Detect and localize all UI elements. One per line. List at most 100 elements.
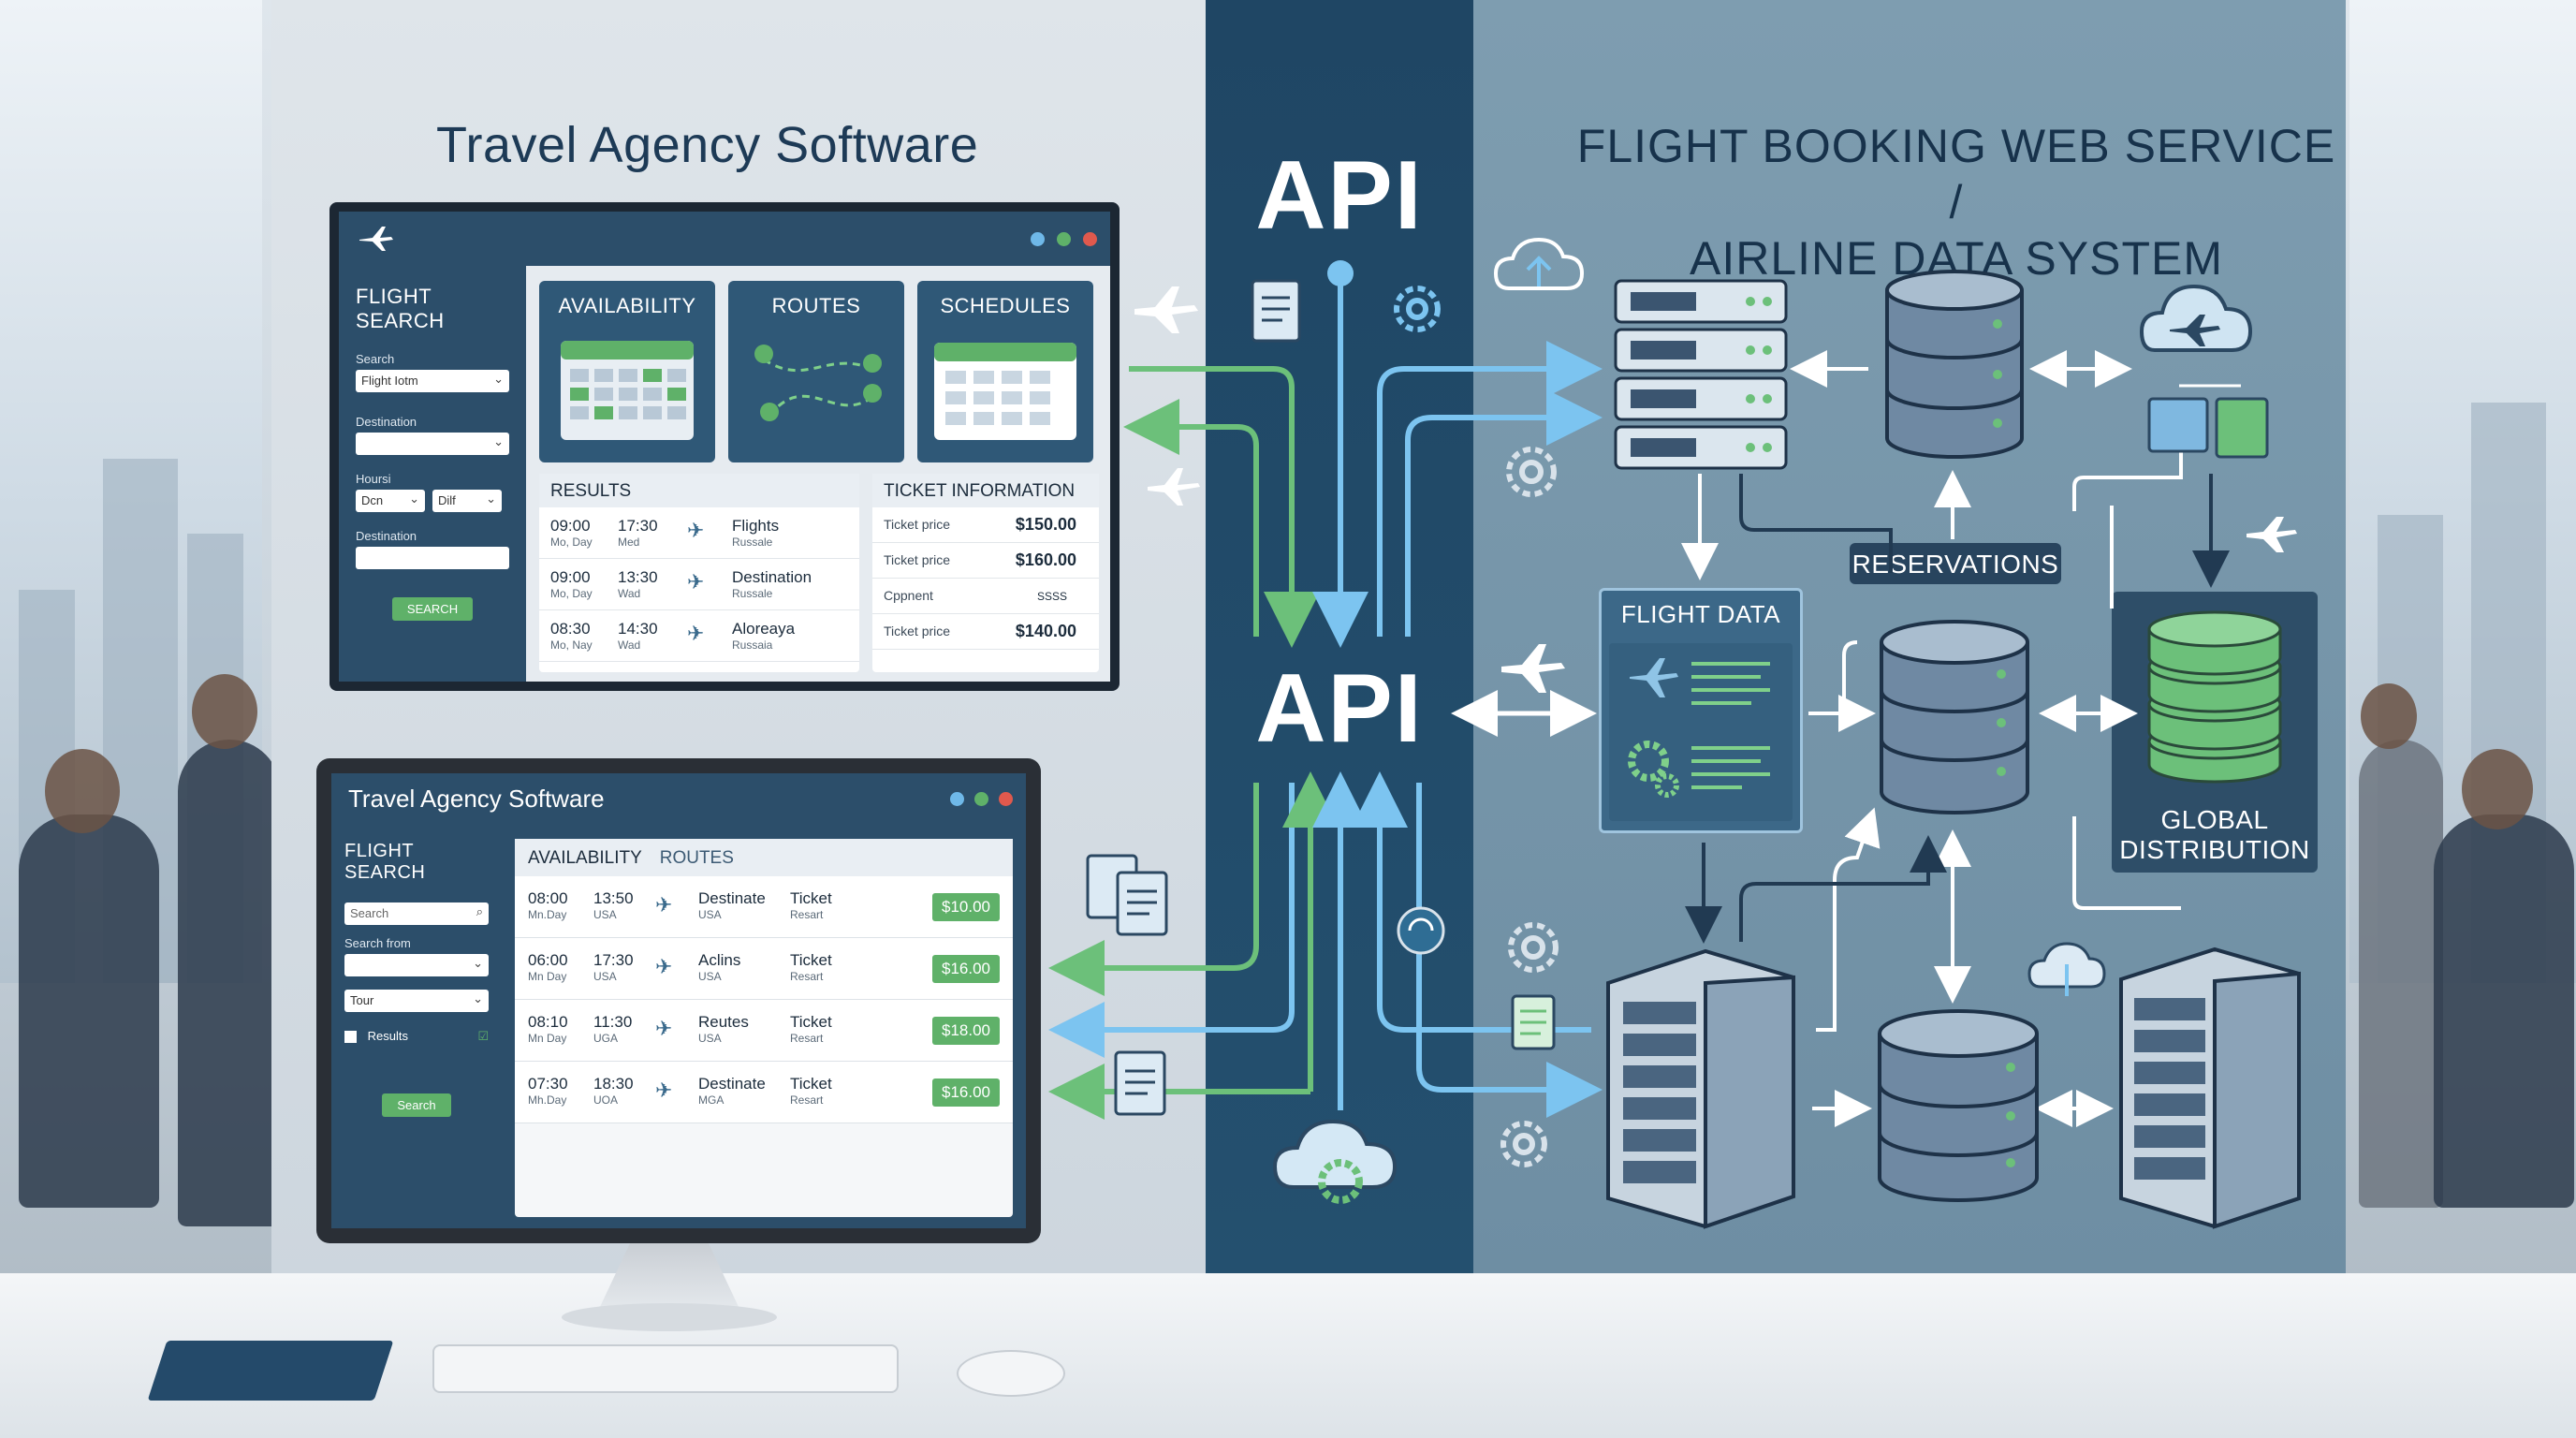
- ticket-price-row: Ticket price$160.00: [872, 543, 1099, 579]
- cloud-upload-icon: [1493, 237, 1585, 290]
- search-from-label: Search from: [344, 936, 411, 950]
- flight-data-label: FLIGHT DATA: [1620, 600, 1781, 628]
- flight-data-document-icon: [1609, 643, 1793, 821]
- reservations-label: RESERVATIONS: [1850, 543, 2061, 584]
- api-label-top: API: [1255, 141, 1424, 250]
- search-from-select[interactable]: ⌄: [344, 954, 489, 976]
- destination-select[interactable]: ⌄: [356, 433, 509, 455]
- tour-select[interactable]: Tour ⌄: [344, 990, 489, 1012]
- price-badge[interactable]: $18.00: [932, 1017, 1000, 1045]
- ticket-price-label: Ticket price: [884, 552, 951, 567]
- cloud-sync-icon: [2027, 942, 2106, 996]
- price-badge[interactable]: $16.00: [932, 955, 1000, 983]
- gear-icon-3: [1508, 922, 1559, 973]
- api-node-dot: [1327, 260, 1354, 286]
- gear-icon-1: [1394, 286, 1441, 332]
- tower-server-left: [1606, 948, 1795, 1229]
- hours-label: Hoursi: [356, 472, 391, 486]
- agency-to-api-connectors: [1048, 260, 1603, 1120]
- connector-green-3: [1048, 783, 1259, 996]
- tab-availability[interactable]: AVAILABILITY: [528, 848, 642, 868]
- results-checkbox-row[interactable]: Results ☑: [344, 1029, 489, 1044]
- tile-availability[interactable]: AVAILABILITY: [539, 281, 715, 462]
- ticket-info-title: TICKET INFORMATION: [872, 474, 1099, 507]
- tile-routes[interactable]: ROUTES: [728, 281, 904, 462]
- destination2-input[interactable]: [356, 547, 509, 569]
- flight-data-card: FLIGHT DATA: [1599, 588, 1803, 833]
- price-badge[interactable]: $10.00: [932, 893, 1000, 921]
- ticket-price-value: SSSS: [1036, 590, 1067, 603]
- connector-green-2: [1123, 399, 1259, 637]
- hours-to-select[interactable]: Dilf ⌄: [432, 490, 502, 512]
- search-input[interactable]: Search ⌕: [344, 902, 489, 925]
- connector-blue-3: [1048, 783, 1295, 1058]
- airplane-icon-4: [2247, 517, 2297, 552]
- hours-from-select[interactable]: Dcn ⌄: [356, 490, 425, 512]
- system-links: [1681, 350, 2183, 1127]
- ticket-price-label: Ticket price: [884, 624, 951, 638]
- right-panel-title: FLIGHT BOOKING WEB SERVICE / AIRLINE DAT…: [1573, 118, 2340, 286]
- results-title: RESULTS: [539, 474, 859, 507]
- destination2-label: Destination: [356, 529, 417, 543]
- office-person-1-head: [45, 749, 120, 833]
- tile-schedules[interactable]: SCHEDULES: [917, 281, 1093, 462]
- search-select-value: Flight Iotm: [361, 374, 418, 388]
- airplane-icon: ✈: [655, 1017, 673, 1040]
- airplane-icon: ✈: [687, 622, 705, 645]
- office-person-4-head: [2462, 749, 2533, 829]
- search-select[interactable]: Flight Iotm ⌄: [356, 370, 509, 392]
- ticket-price-row: Ticket price$140.00: [872, 614, 1099, 650]
- rack-server-top: [1614, 279, 1788, 470]
- cloud-airplane-icon: [2139, 284, 2253, 352]
- tile-availability-label: AVAILABILITY: [558, 294, 696, 317]
- connector-blue-1: [1377, 341, 1603, 637]
- airplane-icon: ✈: [655, 893, 673, 917]
- tour-value: Tour: [350, 993, 374, 1007]
- airplane-icon-3: [1501, 644, 1565, 693]
- document-icon-1: [1251, 279, 1301, 343]
- tower-server-right: [2119, 946, 2301, 1229]
- price-badge[interactable]: $16.00: [932, 1078, 1000, 1107]
- gear-icon-2: [1506, 447, 1557, 497]
- flight-search-title-2: FLIGHT SEARCH: [344, 841, 426, 883]
- search-button-2[interactable]: Search: [382, 1093, 451, 1118]
- airplane-icon-1: [1134, 286, 1198, 333]
- ticket-price-value: $150.00: [1015, 515, 1076, 534]
- chevron-down-icon: ⌄: [493, 434, 504, 448]
- airplane-icon: ✈: [687, 570, 705, 594]
- tab-routes[interactable]: ROUTES: [659, 848, 734, 868]
- flight-search-title: FLIGHT SEARCH: [356, 285, 445, 332]
- desk-surface: [0, 1273, 2576, 1438]
- api-label-middle: API: [1255, 654, 1424, 763]
- route-map-icon: [754, 345, 882, 421]
- office-person-2-head: [192, 674, 257, 749]
- results-checkbox-label: Results: [367, 1029, 408, 1043]
- tile-schedules-label: SCHEDULES: [940, 294, 1071, 317]
- ticket-price-row: Ticket price$150.00: [872, 507, 1099, 543]
- connector-green-1: [1129, 366, 1320, 648]
- search-button[interactable]: SEARCH: [391, 597, 474, 621]
- sync-badge-icon: [1397, 906, 1445, 955]
- results-checkbox[interactable]: [344, 1031, 357, 1044]
- agency-screen-1: FLIGHT SEARCH Search Flight Iotm ⌄ Desti…: [339, 212, 1110, 682]
- hours-from-value: Dcn: [361, 493, 384, 507]
- app-topbar-2: Travel Agency Software: [331, 773, 1026, 824]
